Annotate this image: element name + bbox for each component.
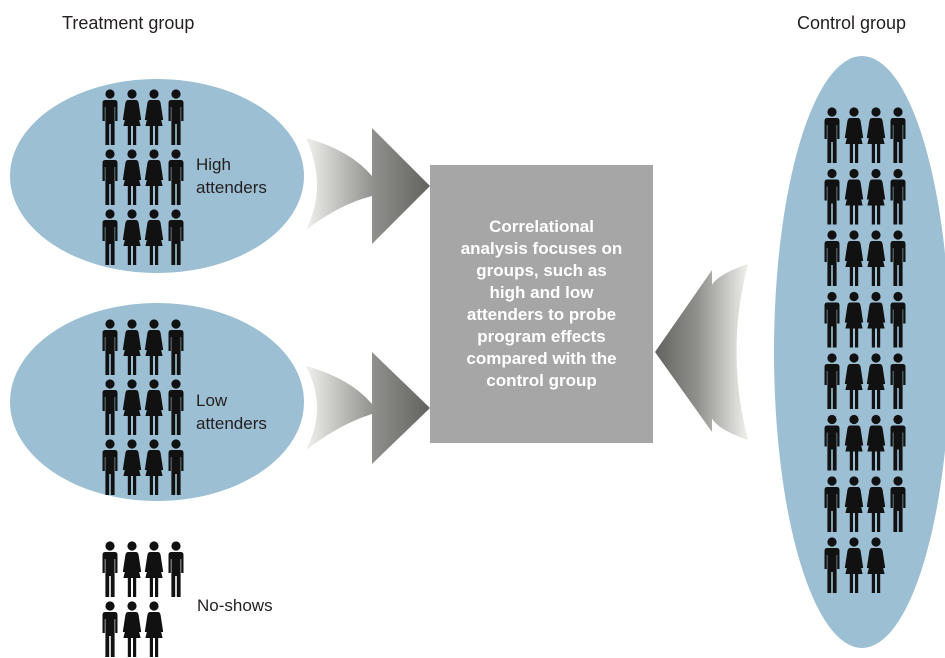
box-text-line: analysis focuses on (460, 239, 623, 258)
arrow-icon (655, 264, 748, 440)
correlational-analysis-text: Correlational analysis focuses on groups… (461, 216, 623, 392)
person-icon (122, 541, 142, 597)
low-attenders-label-line: Low (196, 391, 228, 410)
person-icon (122, 601, 142, 657)
box-text-line: compared with the (466, 349, 617, 368)
box-text-line: Correlational (489, 217, 594, 236)
high-attenders-label-line: High (196, 155, 231, 174)
box-text-line: program effects (477, 327, 606, 346)
low-attenders-label: Low attenders (196, 389, 267, 435)
high-attenders-label-line: attenders (196, 178, 267, 197)
control-group-heading: Control group (797, 13, 907, 33)
person-icon (102, 541, 118, 597)
box-text-line: high and low (489, 283, 594, 302)
box-text-line: control group (486, 371, 597, 390)
person-icon (144, 601, 164, 657)
arrow-icon (306, 352, 430, 464)
person-icon (168, 541, 184, 597)
box-text-line: groups, such as (476, 261, 607, 280)
no-shows-label: No-shows (197, 596, 273, 615)
high-attenders-label: High attenders (196, 153, 267, 199)
correlational-analysis-box: Correlational analysis focuses on groups… (430, 165, 653, 443)
person-icon (144, 541, 164, 597)
arrow-icon (306, 128, 430, 244)
person-icon (102, 601, 118, 657)
box-text-line: attenders to probe (466, 305, 617, 324)
treatment-group-heading: Treatment group (62, 13, 195, 33)
low-attenders-label-line: attenders (196, 414, 267, 433)
